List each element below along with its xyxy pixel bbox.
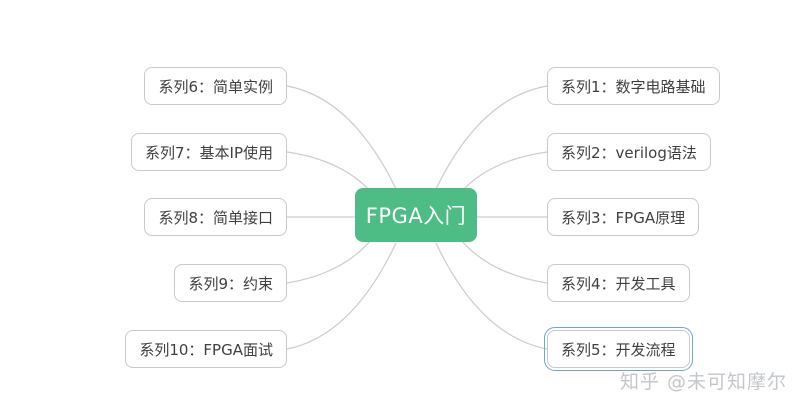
watermark: 知乎 @未可知摩尔 bbox=[619, 371, 787, 393]
branch-node-label: 系列3：FPGA原理 bbox=[561, 208, 686, 227]
branch-node-label: 系列7：基本IP使用 bbox=[144, 143, 273, 162]
branch-node-series-3[interactable]: 系列3：FPGA原理 bbox=[547, 198, 700, 236]
connector-line bbox=[286, 239, 372, 284]
branch-node-label: 系列4：开发工具 bbox=[561, 274, 676, 293]
branch-node-series-5[interactable]: 系列5：开发流程 bbox=[544, 327, 693, 371]
branch-node-label: 系列8：简单接口 bbox=[158, 208, 273, 227]
branch-node-series-8[interactable]: 系列8：简单接口 bbox=[144, 198, 287, 236]
connector-line bbox=[460, 239, 548, 284]
connector-line bbox=[435, 242, 548, 350]
connector-line bbox=[286, 85, 397, 190]
connector-line bbox=[460, 151, 548, 193]
connector-line bbox=[286, 242, 397, 350]
branch-node-label: 系列5：开发流程 bbox=[561, 340, 676, 359]
branch-node-series-10[interactable]: 系列10：FPGA面试 bbox=[125, 330, 287, 368]
branch-node-label: 系列6：简单实例 bbox=[158, 77, 273, 96]
branch-node-label: 系列10：FPGA面试 bbox=[139, 340, 273, 359]
branch-node-series-2[interactable]: 系列2：verilog语法 bbox=[547, 133, 711, 171]
branch-node-series-6[interactable]: 系列6：简单实例 bbox=[144, 67, 287, 105]
connector-line bbox=[286, 151, 372, 193]
connector-line bbox=[435, 85, 548, 190]
branch-node-series-1[interactable]: 系列1：数字电路基础 bbox=[547, 67, 720, 105]
center-node-fpga-intro[interactable]: FPGA入门 bbox=[355, 188, 477, 242]
branch-node-label: 系列2：verilog语法 bbox=[561, 143, 697, 162]
center-node-label: FPGA入门 bbox=[365, 204, 467, 228]
branch-node-series-7[interactable]: 系列7：基本IP使用 bbox=[130, 133, 287, 171]
branch-node-label: 系列1：数字电路基础 bbox=[561, 77, 706, 96]
branch-node-series-9[interactable]: 系列9：约束 bbox=[174, 264, 287, 302]
branch-node-label: 系列9：约束 bbox=[188, 274, 273, 293]
branch-node-series-4[interactable]: 系列4：开发工具 bbox=[547, 264, 690, 302]
